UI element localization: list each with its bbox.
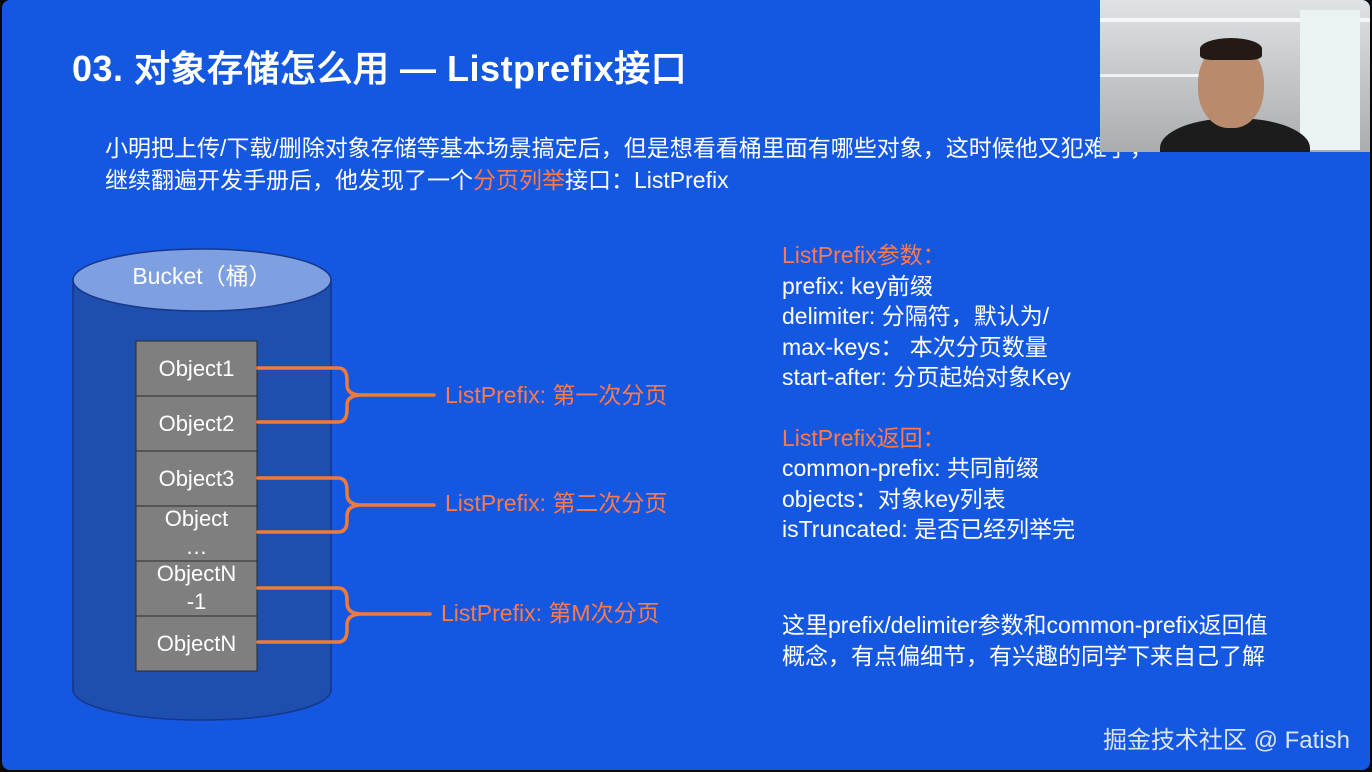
bucket-top — [72, 248, 332, 312]
note-line-1: 这里prefix/delimiter参数和common-prefix返回值 — [782, 612, 1268, 638]
intro-line-2-after: 接口：ListPrefix — [565, 167, 729, 193]
page-label-1: ListPrefix: 第一次分页 — [445, 382, 667, 408]
object-label: Object3 — [159, 466, 235, 491]
ceiling-light — [1100, 18, 1370, 22]
window — [1300, 10, 1360, 150]
object-label: ObjectN — [157, 631, 236, 656]
object-box — [135, 340, 258, 397]
bucket-label: Bucket（桶） — [132, 263, 271, 289]
intro-line-2-before: 继续翻遍开发手册后，他发现了一个 — [105, 167, 473, 193]
note-line-2: 概念，有点偏细节，有兴趣的同学下来自己了解 — [782, 643, 1265, 669]
returns-header: ListPrefix返回： — [782, 424, 946, 451]
intro-text: 小明把上传/下载/删除对象存储等基本场景搞定后，但是想看看桶里面有哪些对象，这时… — [105, 132, 1153, 196]
page-brackets — [256, 366, 436, 644]
page-label-2: ListPrefix: 第二次分页 — [445, 490, 667, 516]
object-box — [135, 560, 258, 617]
return-item: isTruncated: 是否已经列举完 — [782, 516, 1076, 542]
bracket-page-2 — [256, 476, 436, 534]
intro-line-2: 继续翻遍开发手册后，他发现了一个分页列举接口：ListPrefix — [105, 164, 1153, 196]
object-box — [135, 615, 258, 672]
ceiling-light — [1100, 74, 1220, 77]
spacer — [782, 393, 1075, 423]
return-item: common-prefix: 共同前缀 — [782, 455, 1039, 481]
object-label: Object… — [165, 506, 229, 559]
intro-line-1: 小明把上传/下载/删除对象存储等基本场景搞定后，但是想看看桶里面有哪些对象，这时… — [105, 135, 1153, 161]
watermark: 掘金技术社区 @ Fatish — [1102, 727, 1350, 754]
page-label-3: ListPrefix: 第M次分页 — [441, 600, 660, 626]
object-label: Object1 — [159, 356, 235, 381]
object-list: Object1Object2Object3Object…ObjectN-1Obj… — [135, 340, 258, 672]
param-item: delimiter: 分隔符，默认为/ — [782, 303, 1050, 329]
bracket-page-1 — [256, 366, 436, 424]
bracket-page-3 — [256, 586, 432, 644]
return-item: objects：对象key列表 — [782, 485, 1006, 512]
param-item: start-after: 分页起始对象Key — [782, 364, 1071, 390]
api-parameters: ListPrefix参数： prefix: key前缀 delimiter: 分… — [782, 240, 1075, 545]
footnote: 这里prefix/delimiter参数和common-prefix返回值 概念… — [782, 610, 1268, 672]
object-label: ObjectN-1 — [157, 561, 236, 614]
params-header: ListPrefix参数： — [782, 242, 946, 268]
object-box — [135, 450, 258, 507]
object-label: Object2 — [159, 411, 235, 436]
presenter-hair — [1200, 38, 1262, 60]
param-item: prefix: key前缀 — [782, 272, 933, 299]
param-item: max-keys： 本次分页数量 — [782, 333, 1048, 360]
object-box — [135, 395, 258, 452]
webcam-video — [1100, 0, 1370, 152]
intro-highlight: 分页列举 — [473, 167, 565, 193]
slide-title: 03. 对象存储怎么用 — Listprefix接口 — [72, 48, 688, 89]
object-box — [135, 505, 258, 562]
